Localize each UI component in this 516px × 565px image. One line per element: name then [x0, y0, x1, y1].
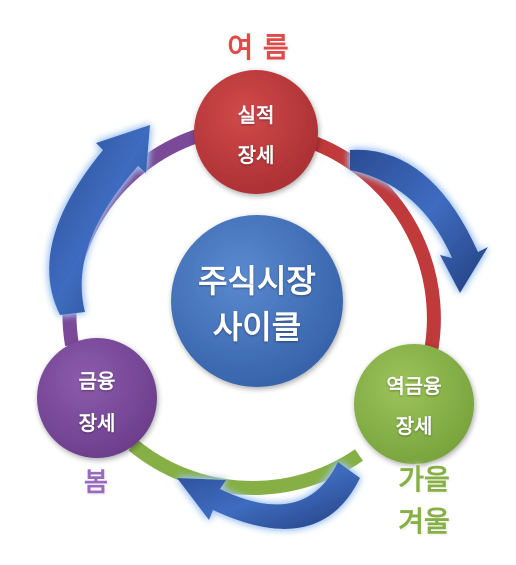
arrow-spring-to-summer [49, 125, 151, 315]
node-top-circle [194, 70, 318, 194]
season-spring-label: 봄 [84, 468, 108, 498]
node-right-label: 역금융 장세 [354, 366, 474, 446]
center-label: 주식시장 사이클 [171, 258, 343, 350]
center-circle [171, 215, 343, 387]
node-left-label: 금융 장세 [37, 360, 157, 444]
node-left-line1: 금융 [78, 369, 116, 393]
season-autumn-label: 가을 [398, 463, 450, 496]
arrow-summer-to-autumn [350, 149, 488, 293]
arrow-autumn-to-spring [177, 462, 360, 529]
node-top-line2: 장세 [237, 143, 275, 167]
node-top-line1: 실적 [237, 103, 275, 127]
season-winter-label: 겨울 [398, 505, 450, 538]
node-left-line2: 장세 [78, 411, 116, 435]
node-left-circle [37, 338, 157, 458]
center-line1: 주식시장 [198, 262, 316, 300]
node-top-label: 실적 장세 [196, 95, 316, 175]
node-right-circle [354, 344, 474, 464]
node-right-line1: 역금융 [386, 374, 442, 398]
season-summer-label: 여 름 [227, 31, 289, 64]
center-line2: 사이클 [212, 308, 302, 346]
node-right-line2: 장세 [395, 414, 433, 438]
ring-arc-autumn-to-spring [128, 439, 363, 495]
ring-arc-summer-to-autumn [303, 133, 441, 375]
